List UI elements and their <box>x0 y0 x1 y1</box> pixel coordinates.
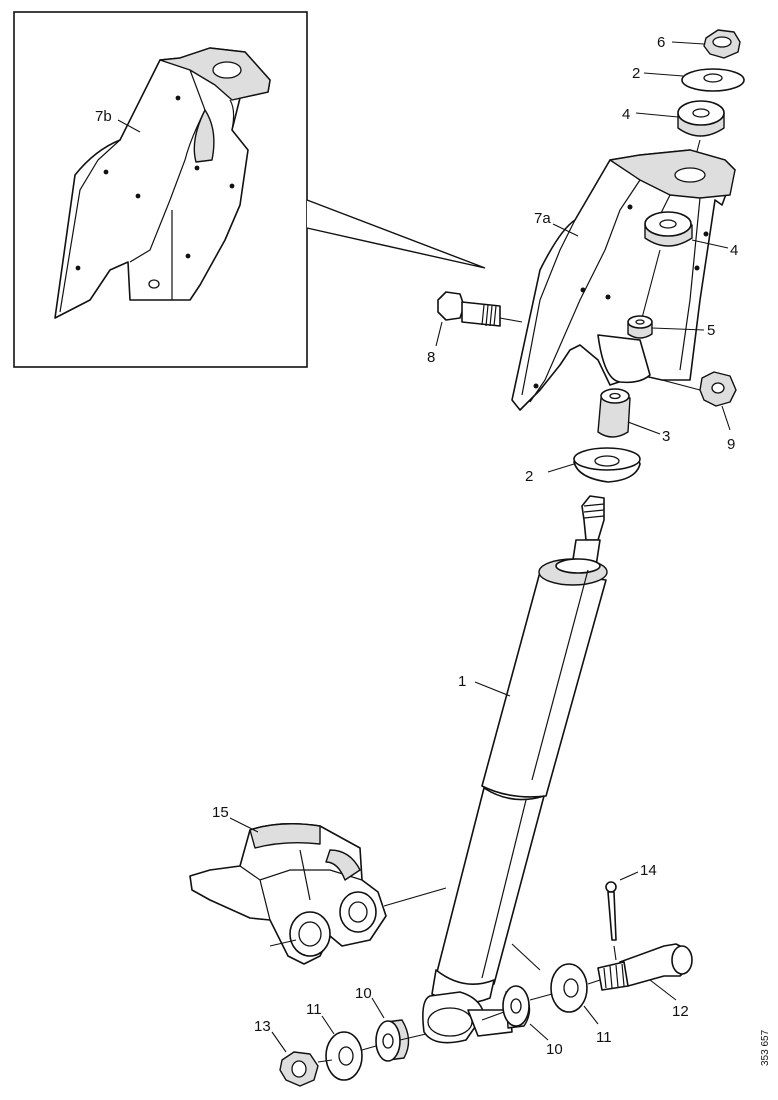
assembly-line-lower <box>317 979 601 1063</box>
spring-bracket-15 <box>189 822 387 965</box>
callout-10-left: 10 <box>355 985 372 1002</box>
nut-6 <box>703 29 741 59</box>
inset-pointer-wedge <box>306 199 486 269</box>
shock-absorber-1 <box>422 495 608 1044</box>
reference-code: 353 657 <box>760 1029 771 1066</box>
washer-2-upper <box>681 68 745 92</box>
washer-11-left <box>325 1031 363 1081</box>
bush-10-right <box>502 985 531 1029</box>
callout-2-upper: 2 <box>632 65 640 82</box>
nut-13 <box>279 1051 319 1087</box>
bush-4-upper <box>677 100 725 137</box>
callout-11-right: 11 <box>596 1029 612 1046</box>
washer-11-right <box>550 963 588 1013</box>
bracket-7b <box>54 47 271 319</box>
callout-3: 3 <box>662 428 670 445</box>
split-pin-14 <box>605 881 617 941</box>
callout-6: 6 <box>657 34 665 51</box>
bush-4-lower <box>644 211 693 247</box>
callout-1: 1 <box>458 673 466 690</box>
callout-14: 14 <box>640 862 657 879</box>
callout-11-left: 11 <box>306 1001 322 1018</box>
bolt-8 <box>437 291 501 327</box>
callout-15: 15 <box>212 804 229 821</box>
bush-10-left <box>375 1019 410 1062</box>
bracket-7a <box>511 149 736 411</box>
washer-2-lower <box>573 447 641 483</box>
callout-4-upper: 4 <box>622 106 630 123</box>
nut-9 <box>699 371 737 407</box>
callout-10-right: 10 <box>546 1041 563 1058</box>
callout-7a: 7a <box>534 210 551 227</box>
callout-5: 5 <box>707 322 715 339</box>
callout-9: 9 <box>727 436 735 453</box>
sleeve-3 <box>597 388 631 438</box>
callout-7b: 7b <box>95 108 112 125</box>
callout-4-lower: 4 <box>730 242 738 259</box>
callout-13: 13 <box>254 1018 271 1035</box>
callout-8: 8 <box>427 349 435 366</box>
callout-2-lower: 2 <box>525 468 533 485</box>
inset-detail-panel: 7b <box>13 11 486 368</box>
leader-7b <box>117 119 141 133</box>
bolt-12 <box>597 943 693 991</box>
spacer-5 <box>627 315 653 339</box>
callout-12: 12 <box>672 1003 689 1020</box>
